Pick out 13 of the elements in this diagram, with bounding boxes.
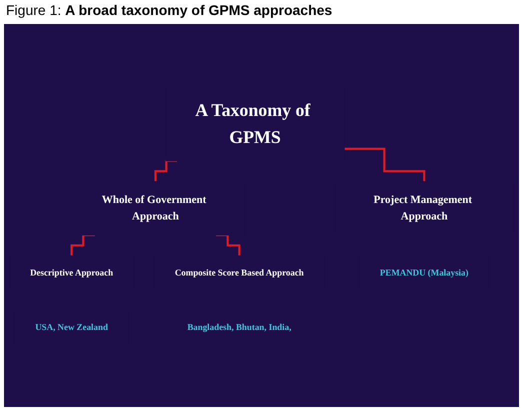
connector [216,234,240,257]
connector [154,160,178,183]
slide-background: A Taxonomy of GPMS Project Management Approach Whole of Government Approach Descriptive Approach Composite Score Based Approach PEMANDU (Malaysia) USA, New Zealand Bangladesh, Bhutan, India, [4,24,519,407]
connector [344,148,426,183]
node-label: USA, New Zealand [35,322,108,332]
node-text: Descriptive Approach [30,267,114,278]
node-text: Composite Score Based Approach [174,267,304,278]
figure-caption: Figure 1: A broad taxonomy of GPMS approaches [5,1,334,20]
node-text: Project Management Approach [374,194,472,222]
connector [70,234,95,257]
node-label: PEMANDU (Malaysia) [380,267,468,278]
node-label: Bangladesh, Bhutan, India, [187,322,292,332]
node-text: A Taxonomy of GPMS [195,100,310,148]
